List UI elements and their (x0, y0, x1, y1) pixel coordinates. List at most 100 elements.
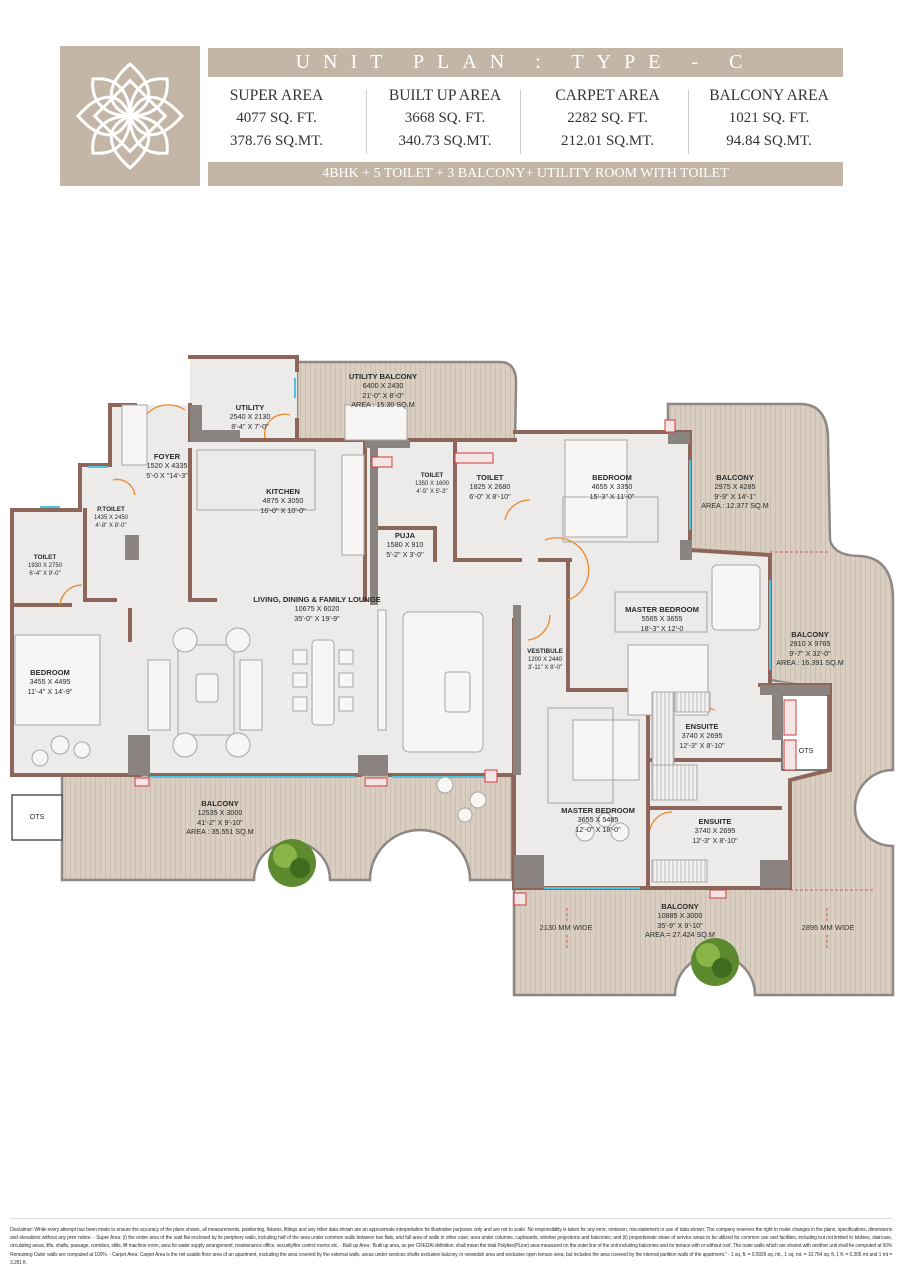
room-imperial: 8'-4" X 7'-0" (231, 421, 269, 431)
disclaimer-text: Disclaimer: While every attempt has been… (10, 1227, 892, 1266)
room-name: BEDROOM (30, 668, 70, 677)
room-name: KITCHEN (266, 487, 300, 496)
balcony-area: BALCONY AREA 1021 SQ. FT. 94.84 SQ.MT. (695, 84, 843, 158)
flower-logo-icon (76, 62, 184, 170)
room-name: VESTIBULE (527, 648, 563, 655)
room-metric: 2975 X 4285 (714, 482, 756, 492)
built-up-area: BUILT UP AREA 3668 SQ. FT. 340.73 SQ.MT. (370, 84, 520, 158)
room-imperial: 6'-0" X 8'-10" (469, 491, 511, 501)
room-balcony-top: BALCONY 2975 X 4285 9'-9" X 14'-1" AREA … (701, 473, 769, 511)
room-metric: 1825 X 2680 (469, 482, 511, 492)
room-imperial: 4'-5" X 5'-3" (416, 489, 448, 495)
balcony-decks (60, 360, 895, 997)
room-imperial: 15'-3" X 11'-0" (589, 491, 635, 501)
family-sofa (402, 611, 484, 753)
room-imperial: 41'-2" X 9'-10" (197, 817, 243, 827)
room-imperial: 5'-2" X 3'-0" (386, 549, 424, 559)
brand-logo (60, 46, 200, 186)
room-balcony-right: BALCONY 2910 X 9765 9'-7" X 32'-0" AREA … (776, 630, 844, 668)
room-name: OTS (29, 812, 45, 821)
windows (40, 378, 791, 889)
room-metric: 3740 X 2695 (694, 826, 736, 836)
room-imperial: 9'-7" X 32'-0" (789, 648, 831, 658)
right-balcony-deck (512, 402, 895, 997)
room-ensuite-1: ENSUITE 3740 X 2695 12'-3" X 8'-10" (679, 722, 724, 750)
room-name: BALCONY (716, 473, 754, 482)
unit-configuration: 4BHK + 5 TOILET + 3 BALCONY+ UTILITY ROO… (208, 162, 843, 186)
room-bedroom-left: BEDROOM 3455 X 4495 11'-4" X 14'-9" (28, 668, 73, 696)
room-master-bedroom-1: MASTER BEDROOM 5565 X 3655 18'-3" X 12'-… (625, 605, 699, 633)
area-label: CARPET AREA (555, 87, 660, 104)
room-imperial: 6'-4" X 9'-0" (29, 571, 61, 577)
dining-table (311, 639, 335, 726)
room-metric: 2910 X 9765 (789, 639, 831, 649)
living-balcony-deck (60, 773, 514, 882)
bed-master-2 (572, 719, 640, 781)
room-balcony-living: BALCONY 12535 X 3000 41'-2" X 9'-10" ARE… (186, 799, 254, 837)
room-name: MASTER BEDROOM (561, 806, 635, 815)
room-metric: 3655 X 5485 (577, 815, 619, 825)
room-imperial: 12'-3" X 8'-10" (679, 740, 725, 750)
bed-left (14, 634, 101, 726)
area-sqmt: 212.01 SQ.MT. (560, 133, 655, 149)
area-sqmt: 340.73 SQ.MT. (398, 133, 492, 149)
divider (10, 1218, 892, 1219)
room-metric: 4875 X 3050 (262, 496, 304, 506)
room-imperial: 3'-11" X 8'-0" (527, 665, 563, 671)
room-metric: 2540 X 2130 (229, 412, 271, 422)
room-name: BALCONY (661, 902, 699, 911)
kitchen-counter (196, 449, 316, 511)
room-area: AREA : 15.30 SQ.M (351, 400, 415, 410)
room-imperial: 4'-8" X 8'-0" (95, 523, 127, 529)
room-name: P.TOILET (97, 506, 125, 513)
room-imperial: 18'-3" X 12'-0 (640, 623, 684, 633)
room-imperial: 5'-0 X "14'-3" (146, 470, 188, 480)
room-utility: UTILITY 2540 X 2130 8'-4" X 7'-0" (230, 403, 271, 431)
room-area: AREA : 16.391 SQ.M (776, 658, 844, 668)
room-imperial: 12'-3" X 8'-10" (692, 835, 738, 845)
width-label-left: 2130 MM WIDE (539, 923, 593, 932)
room-metric: 1435 X 2450 (93, 515, 129, 521)
room-metric: 4655 X 3350 (591, 482, 633, 492)
ots-left-shaft (11, 794, 63, 841)
bed-top (564, 439, 628, 538)
room-area: AREA = 27.424 SQ.M (645, 930, 715, 940)
carpet-area: CARPET AREA 2282 SQ. FT. 212.01 SQ.MT. (540, 84, 675, 158)
room-ots-left: OTS (30, 812, 45, 821)
room-metric: 10675 X 6020 (294, 604, 340, 614)
room-area: AREA : 35.551 SQ.M (186, 827, 254, 837)
ducts (134, 419, 797, 906)
room-metric: 1580 X 910 (386, 540, 424, 550)
room-master-bedroom-2: MASTER BEDROOM 3655 X 5485 12'-0" X 18'-… (561, 806, 635, 834)
divider (366, 90, 367, 154)
room-utility-toilet: TOILET 1350 X 1600 4'-5" X 5'-3" (415, 472, 449, 496)
area-sqmt: 378.76 SQ.MT. (229, 133, 324, 149)
room-metric: 1350 X 1600 (414, 481, 450, 487)
room-name: TOILET (420, 472, 444, 479)
room-ensuite-2: ENSUITE 3740 X 2695 12'-3" X 8'-10" (692, 817, 737, 845)
room-imperial: 12'-0" X 18'-0" (575, 824, 621, 834)
room-name: UTILITY BALCONY (348, 372, 418, 381)
room-powder-toilet: P.TOILET 1435 X 2450 4'-8" X 8'-0" (94, 506, 128, 530)
room-metric: 10885 X 3000 (657, 911, 703, 921)
room-imperial: 35'-0" X 19'-9" (294, 613, 340, 623)
unit-plan-title: UNIT PLAN : TYPE - C (208, 48, 843, 77)
room-puja: PUJA 1580 X 910 5'-2" X 3'-0" (386, 531, 423, 559)
room-name: ENSUITE (698, 817, 732, 826)
area-label: BUILT UP AREA (388, 87, 502, 104)
furniture (14, 404, 761, 842)
room-name: TOILET (33, 554, 57, 561)
room-imperial: 9'-9" X 14'-1" (714, 491, 756, 501)
room-name: LIVING, DINING & FAMILY LOUNGE (253, 595, 381, 604)
tree-icon (268, 839, 316, 887)
room-imperial: 16'-0" X 10'-0" (260, 505, 306, 515)
area-sqft: 2282 SQ. FT. (567, 110, 648, 126)
area-sqmt: 94.84 SQ.MT. (726, 133, 812, 149)
room-name: OTS (798, 746, 814, 755)
width-label-right: 2895 MM WIDE (801, 923, 855, 932)
room-metric: 5565 X 3655 (641, 614, 683, 624)
room-metric: 12535 X 3000 (197, 808, 243, 818)
room-foyer: FOYER 1520 X 4335 5'-0 X "14'-3" (146, 452, 187, 480)
area-sqft: 1021 SQ. FT. (728, 110, 810, 126)
room-vestibule: VESTIBULE 1200 X 2440 3'-11" X 8'-0" (527, 648, 563, 672)
